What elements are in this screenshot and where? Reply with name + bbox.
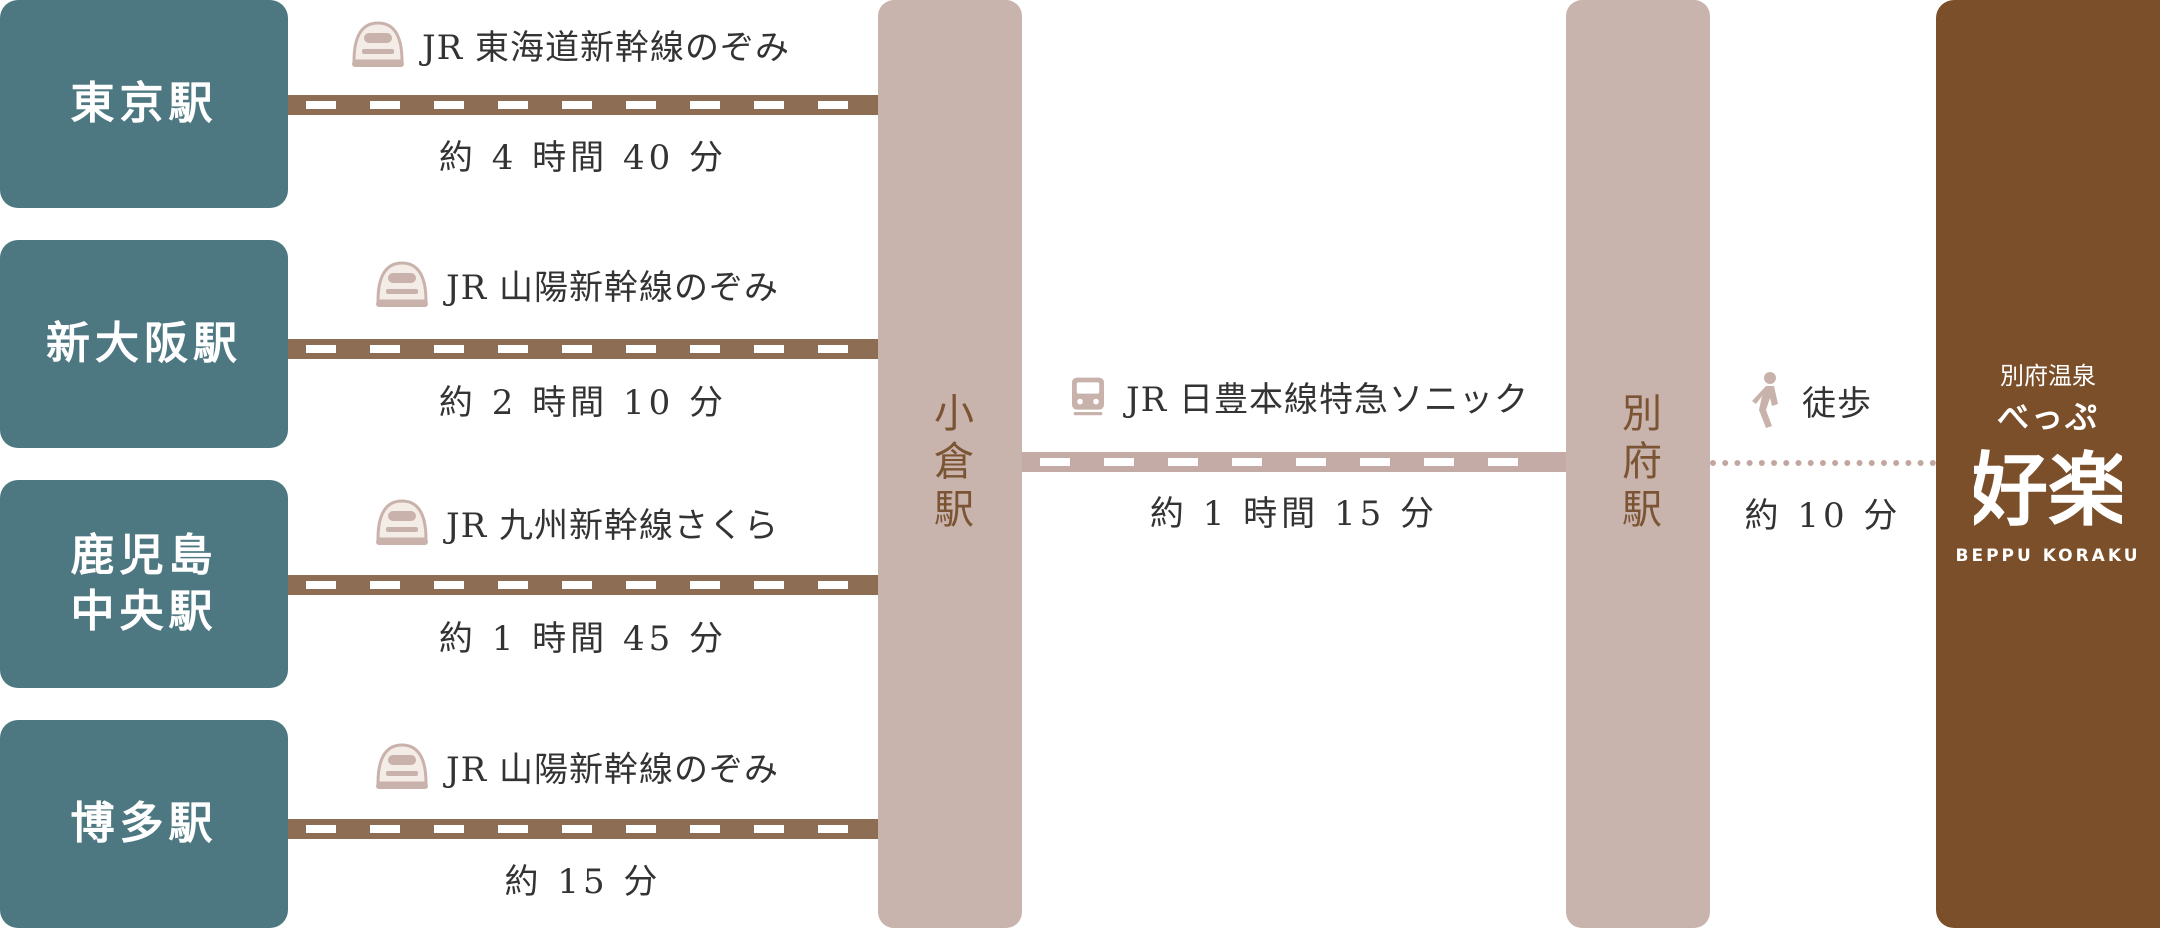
- travel-time-walk: 約 10 分: [1744, 496, 1902, 536]
- route-label-kagoshima-chuo: JR 九州新幹線さくら: [372, 498, 779, 546]
- station-shin-osaka: 新大阪駅: [0, 240, 288, 448]
- route-label-hakata: JR 山陽新幹線のぞみ: [372, 742, 779, 790]
- station-name: 東京駅: [70, 78, 218, 129]
- hub-station-name: 小倉駅: [927, 392, 973, 536]
- travel-time-tokyo: 約 4 時間 40 分: [438, 138, 728, 178]
- destination-beppu-koraku: 別府温泉 べっぷ 好楽 BEPPU KORAKU: [1936, 0, 2160, 928]
- train-icon: [1072, 377, 1104, 416]
- station-kagoshima-chuo: 鹿児島 中央駅: [0, 480, 288, 688]
- station-name: 新大阪駅: [46, 318, 242, 369]
- logo-text: 好楽: [1974, 443, 2122, 537]
- hub-station-kokura: 小倉駅: [878, 0, 1022, 928]
- route-line-name: JR 東海道新幹線のぞみ: [422, 27, 791, 68]
- route-line-name: JR 山陽新幹線のぞみ: [446, 749, 780, 790]
- route-label-sonic: JR 日豊本線特急ソニック: [1064, 372, 1529, 420]
- destination-subtitle: 別府温泉: [2000, 362, 2096, 390]
- station-name: 鹿児島 中央駅: [70, 530, 218, 637]
- rail-track: [1022, 452, 1566, 472]
- koraku-logo: 好楽: [1967, 432, 2128, 542]
- walking-path: [1710, 460, 1936, 466]
- shinkansen-icon: [376, 499, 428, 545]
- walk-label: 徒歩: [1802, 383, 1872, 424]
- travel-time-kagoshima-chuo: 約 1 時間 45 分: [438, 619, 728, 659]
- route-line-name: JR 九州新幹線さくら: [446, 505, 780, 546]
- rail-track: [288, 575, 878, 595]
- destination-brand-en: BEPPU KORAKU: [1955, 546, 2141, 566]
- station-hakata: 博多駅: [0, 720, 288, 928]
- rail-track: [288, 95, 878, 115]
- shinkansen-icon: [352, 21, 404, 67]
- route-label-walk: 徒歩: [1748, 372, 1872, 428]
- destination-brand-jp: べっぷ: [1996, 398, 2099, 436]
- station-name: 博多駅: [70, 798, 218, 849]
- station-tokyo: 東京駅: [0, 0, 288, 208]
- travel-time-hakata: 約 15 分: [504, 862, 662, 902]
- walking-person-icon: [1752, 372, 1778, 428]
- shinkansen-icon: [376, 743, 428, 789]
- rail-track: [288, 819, 878, 839]
- route-line-name: JR 山陽新幹線のぞみ: [446, 267, 780, 308]
- travel-time-shin-osaka: 約 2 時間 10 分: [438, 383, 728, 423]
- hub-station-beppu: 別府駅: [1566, 0, 1710, 928]
- route-label-shin-osaka: JR 山陽新幹線のぞみ: [372, 260, 779, 308]
- rail-track: [288, 339, 878, 359]
- hub-station-name: 別府駅: [1615, 392, 1661, 536]
- travel-time-sonic: 約 1 時間 15 分: [1149, 494, 1439, 534]
- shinkansen-icon: [376, 261, 428, 307]
- route-line-name: JR 日豊本線特急ソニック: [1126, 379, 1530, 420]
- route-label-tokyo: JR 東海道新幹線のぞみ: [348, 20, 790, 68]
